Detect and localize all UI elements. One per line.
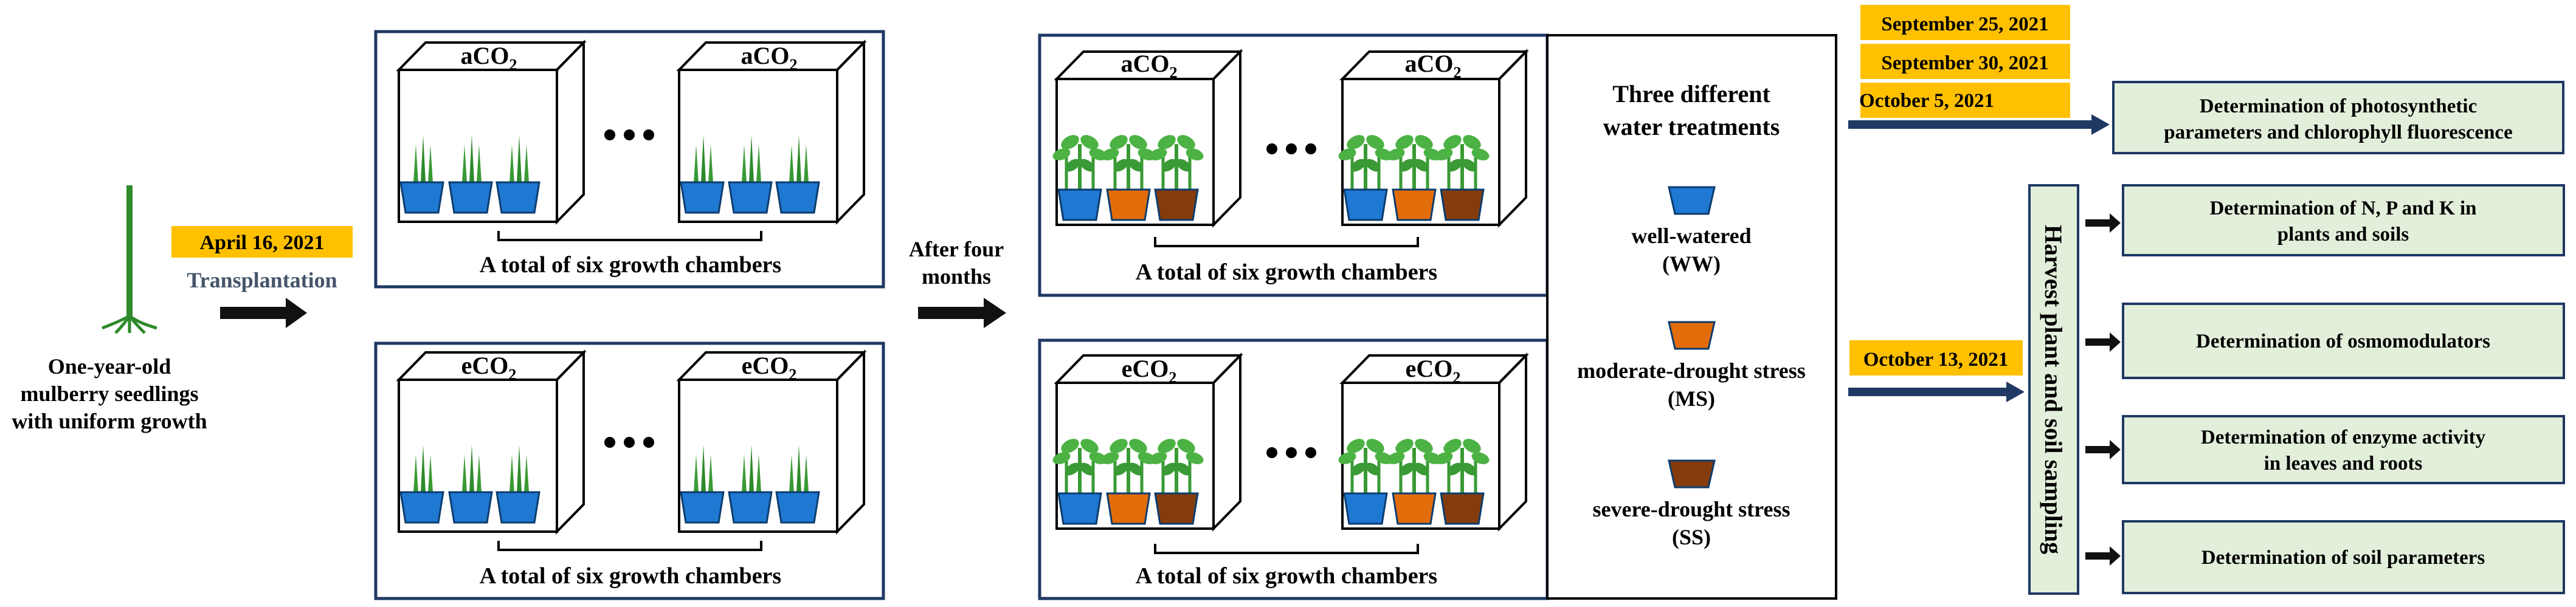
photosynthesis-line1: Determination of photosynthetic xyxy=(2200,95,2477,117)
water-title-line2: water treatments xyxy=(1603,113,1780,140)
ww-pot-icon xyxy=(1668,186,1716,215)
stage1-top-chamber-left xyxy=(396,39,587,225)
soil-label: Determination of soil parameters xyxy=(2201,547,2485,569)
transplant-arrow-icon xyxy=(220,298,307,328)
stage2-bottom-chamber-left xyxy=(1051,352,1243,532)
stage2-top-left-label: aCO2 xyxy=(1121,50,1178,81)
stage2-bottom-ellipsis-icon xyxy=(1266,447,1316,458)
transplant-label: Transplantation xyxy=(187,268,337,292)
date-3: October 5, 2021 xyxy=(1859,90,1994,112)
ms-label: moderate-drought stress xyxy=(1577,358,1806,383)
npk-box xyxy=(2122,184,2565,256)
stage1-bottom-caption: A total of six growth chambers xyxy=(480,563,781,589)
water-title-line1: Three different xyxy=(1612,80,1770,108)
stage1-top-bracket xyxy=(497,231,762,241)
date-badge-2 xyxy=(1860,44,2070,79)
stage1-bottom-left-label: eCO2 xyxy=(461,352,517,383)
stage2-top-chamber-left xyxy=(1051,49,1243,228)
harvest-arrow-icon xyxy=(1848,382,2025,402)
soil-box xyxy=(2122,520,2565,594)
stage1-bottom-right-label: eCO2 xyxy=(742,352,797,383)
osmo-arrow-icon xyxy=(2085,332,2121,352)
date-4: October 13, 2021 xyxy=(1863,349,2009,371)
mulberry-seedling-icon xyxy=(102,185,157,334)
osmo-label: Determination of osmomodulators xyxy=(2196,331,2490,352)
after-arrow-icon xyxy=(918,298,1006,328)
stage1-top-chamber-right xyxy=(676,39,867,225)
seedling-label-line3: with uniform growth xyxy=(12,409,207,433)
date-1: September 25, 2021 xyxy=(1881,13,2048,35)
stage2-bottom-chamber-right xyxy=(1337,352,1529,532)
stage2-top-chamber-right xyxy=(1337,49,1529,228)
ss-label: severe-drought stress xyxy=(1593,497,1790,521)
stage1-bottom-ellipsis-icon xyxy=(604,437,654,448)
stage1-bottom-frame xyxy=(374,341,885,600)
stage1-top-right-label: aCO2 xyxy=(741,42,798,74)
date-badge-1 xyxy=(1860,5,2070,40)
stage2-top-right-label: aCO2 xyxy=(1405,50,1462,81)
harvest-label: Harvest plant and soil sampling xyxy=(2040,225,2067,554)
after-label-line2: months xyxy=(922,264,991,289)
enzyme-line1: Determination of enzyme activity xyxy=(2201,427,2486,448)
stage2-top-ellipsis-icon xyxy=(1266,143,1316,154)
stage1-bottom-bracket xyxy=(497,541,762,551)
stage2-top-caption: A total of six growth chambers xyxy=(1136,259,1437,285)
photosynthesis-box xyxy=(2112,81,2564,154)
seedling-label-line1: One-year-old xyxy=(48,354,171,379)
npk-arrow-icon xyxy=(2085,213,2121,233)
harvest-box xyxy=(2028,184,2079,595)
water-treatment-legend xyxy=(1546,34,1837,600)
date-badge-4 xyxy=(1849,340,2023,376)
enzyme-line2: in leaves and roots xyxy=(2264,453,2423,475)
transplant-date-badge xyxy=(171,226,353,258)
stage1-top-left-label: aCO2 xyxy=(461,42,517,74)
seedling-label-line2: mulberry seedlings xyxy=(21,382,199,406)
photosynthesis-arrow-icon xyxy=(1848,114,2110,135)
ms-abbr: (MS) xyxy=(1668,386,1715,411)
npk-line2: plants and soils xyxy=(2277,224,2409,245)
stage2-top-bracket xyxy=(1154,237,1419,247)
stage2-bottom-bracket xyxy=(1154,544,1419,554)
npk-line1: Determination of N, P and K in xyxy=(2209,197,2476,219)
stage2-bottom-caption: A total of six growth chambers xyxy=(1136,563,1437,589)
date-2: September 30, 2021 xyxy=(1881,52,2048,74)
ss-abbr: (SS) xyxy=(1672,525,1711,549)
ww-label: well-watered xyxy=(1631,224,1751,248)
date-badge-3 xyxy=(1860,83,2070,118)
enzyme-box xyxy=(2122,415,2565,484)
ww-abbr: (WW) xyxy=(1662,252,1721,276)
stage2-bottom-right-label: eCO2 xyxy=(1406,355,1461,386)
stage1-top-frame xyxy=(374,30,885,289)
ms-pot-icon xyxy=(1668,321,1716,350)
transplant-date: April 16, 2021 xyxy=(200,231,325,254)
photosynthesis-line2: parameters and chlorophyll fluorescence xyxy=(2164,122,2512,143)
ss-pot-icon xyxy=(1668,459,1716,489)
after-label-line1: After four xyxy=(909,237,1004,261)
soil-arrow-icon xyxy=(2085,546,2121,566)
enzyme-arrow-icon xyxy=(2085,440,2121,459)
stage1-top-caption: A total of six growth chambers xyxy=(480,252,781,278)
stage1-bottom-chamber-left xyxy=(396,349,587,535)
stage1-top-ellipsis-icon xyxy=(604,129,654,140)
osmo-box xyxy=(2122,303,2565,379)
stage1-bottom-chamber-right xyxy=(676,349,867,535)
stage2-bottom-left-label: eCO2 xyxy=(1122,355,1177,386)
